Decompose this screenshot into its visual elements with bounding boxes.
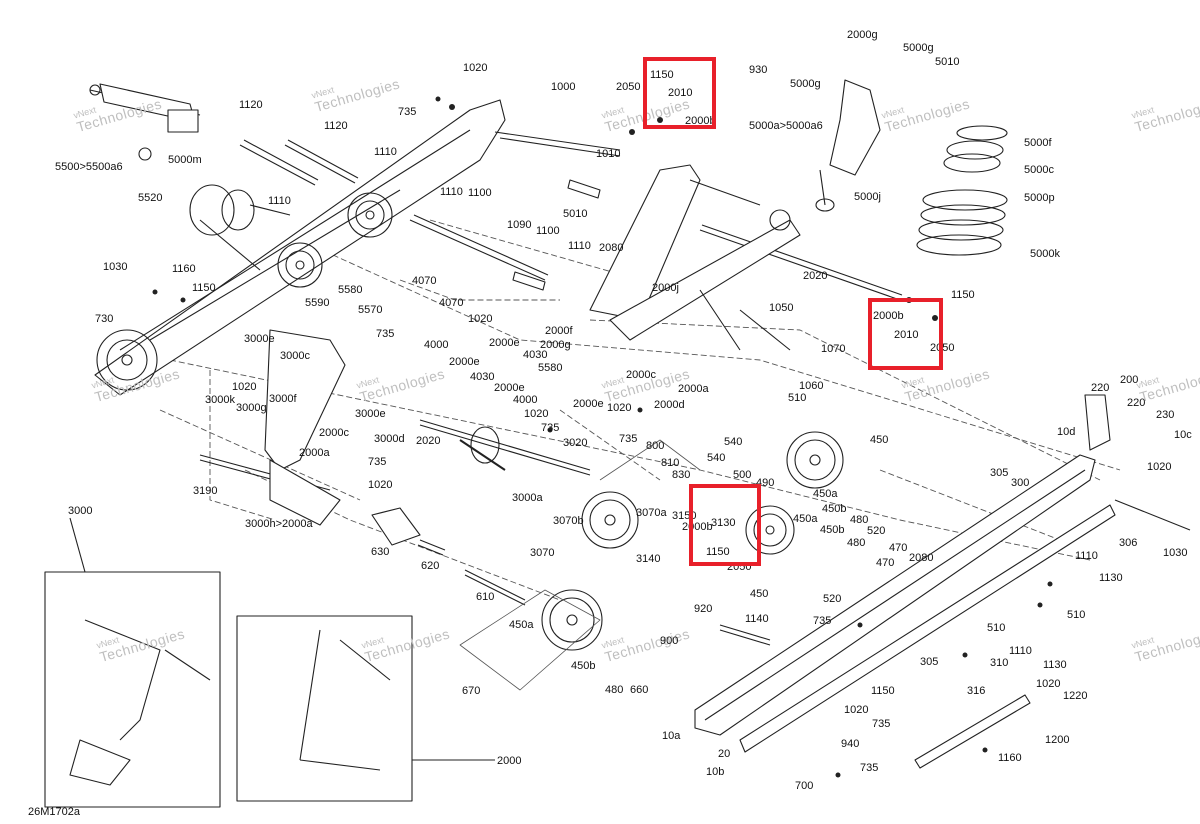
assembly-guide-lines xyxy=(159,219,1121,601)
drawing-id: 26M1702a xyxy=(28,806,80,818)
middle-linkage xyxy=(264,289,791,526)
rear-arm-rail-assembly xyxy=(94,99,506,396)
front-arm-assembly xyxy=(589,164,801,341)
bushings xyxy=(371,179,601,556)
rear-shock-assembly xyxy=(89,83,201,161)
idler-wheels xyxy=(459,431,844,691)
shafts xyxy=(199,131,903,646)
inset-frames xyxy=(44,517,495,808)
front-shock-spring-assembly xyxy=(815,79,1008,256)
slide-rail-assembly xyxy=(694,394,1191,769)
